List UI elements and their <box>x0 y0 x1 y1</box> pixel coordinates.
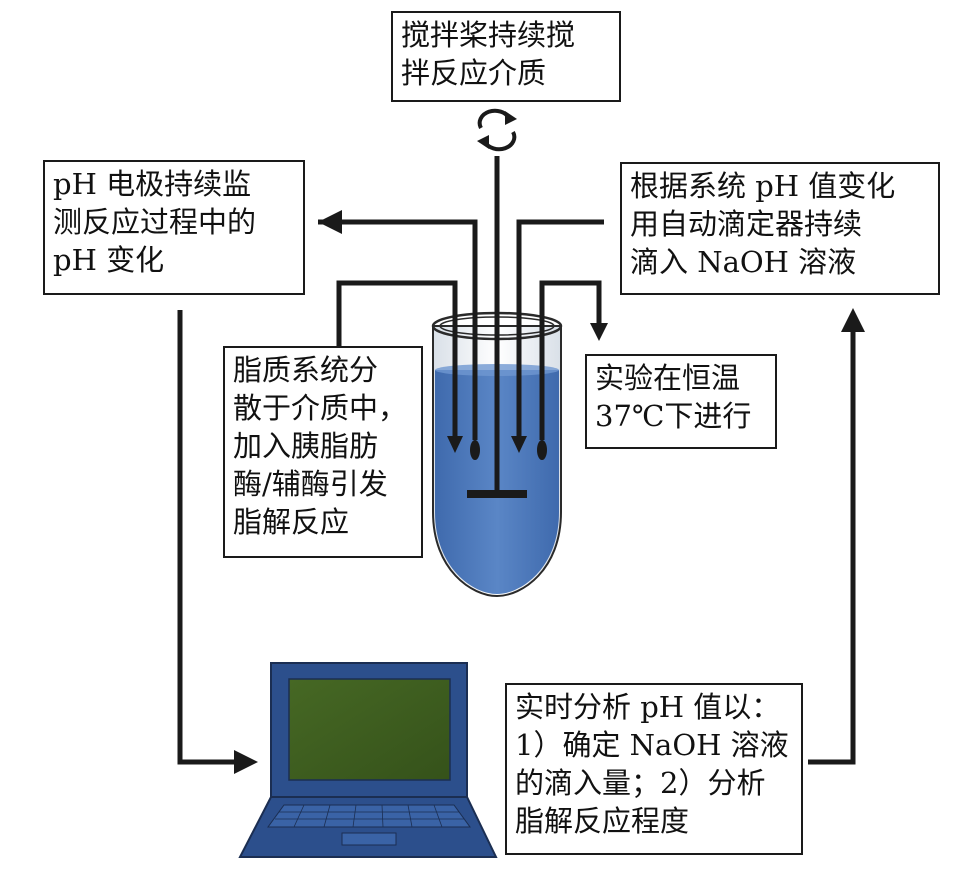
lipid-system-label-line-1: 脂质系统分 <box>233 353 379 387</box>
rotate-arrows-icon <box>477 108 517 152</box>
ph-electrode-label: pH 电极持续监 测反应过程中的 pH 变化 <box>43 160 305 295</box>
lipid-system-label-line-4: 酶/辅酶引发 <box>233 467 388 501</box>
ph-electrode <box>318 210 480 460</box>
analysis-label-line-2: 1）确定 NaOH 溶液 <box>515 728 789 762</box>
lipid-system-label-line-5: 脂解反应 <box>233 505 350 539</box>
titrator-label-line-1: 根据系统 pH 值变化 <box>630 169 896 203</box>
temperature-label-line-1: 实验在恒温 <box>595 361 741 395</box>
analysis-label: 实时分析 pH 值以： 1）确定 NaOH 溶液 的滴入量；2）分析 脂解反应程… <box>505 683 803 855</box>
temperature-label: 实验在恒温 37℃下进行 <box>585 354 777 449</box>
lipid-system-label-line-2: 散于介质中， <box>233 391 408 425</box>
temperature-label-line-2: 37℃下进行 <box>595 399 752 433</box>
lipid-system-label-line-3: 加入胰脂肪 <box>233 429 379 463</box>
laptop-icon <box>238 662 498 858</box>
control-line <box>808 308 865 765</box>
ph-electrode-label-line-1: pH 电极持续监 <box>53 167 252 201</box>
laptop-screen <box>288 678 451 781</box>
stirrer-label-line-2: 拌反应介质 <box>401 56 547 90</box>
naoh-feed-line <box>511 219 604 453</box>
ph-electrode-label-line-3: pH 变化 <box>53 243 165 277</box>
ph-electrode-label-line-2: 测反应过程中的 <box>53 205 257 239</box>
laptop-touchpad <box>341 832 397 846</box>
titrator-label-line-2: 用自动滴定器持续 <box>630 207 863 241</box>
analysis-label-line-1: 实时分析 pH 值以： <box>515 690 781 724</box>
lipid-addition-line <box>336 280 463 453</box>
laptop-keyboard <box>267 804 471 828</box>
ph-signal-line <box>177 310 258 774</box>
titrator-label-line-3: 滴入 NaOH 溶液 <box>630 245 857 279</box>
analysis-label-line-4: 脂解反应程度 <box>515 804 690 838</box>
stirrer-label-line-1: 搅拌桨持续搅 <box>401 18 576 52</box>
titrator-label: 根据系统 pH 值变化 用自动滴定器持续 滴入 NaOH 溶液 <box>620 162 940 295</box>
temperature-probe <box>537 280 608 460</box>
analysis-label-line-3: 的滴入量；2）分析 <box>515 766 766 800</box>
lipid-system-label: 脂质系统分 散于介质中， 加入胰脂肪 酶/辅酶引发 脂解反应 <box>223 346 423 558</box>
stirrer-paddle <box>467 156 527 498</box>
stirrer-label: 搅拌桨持续搅 拌反应介质 <box>391 11 621 102</box>
